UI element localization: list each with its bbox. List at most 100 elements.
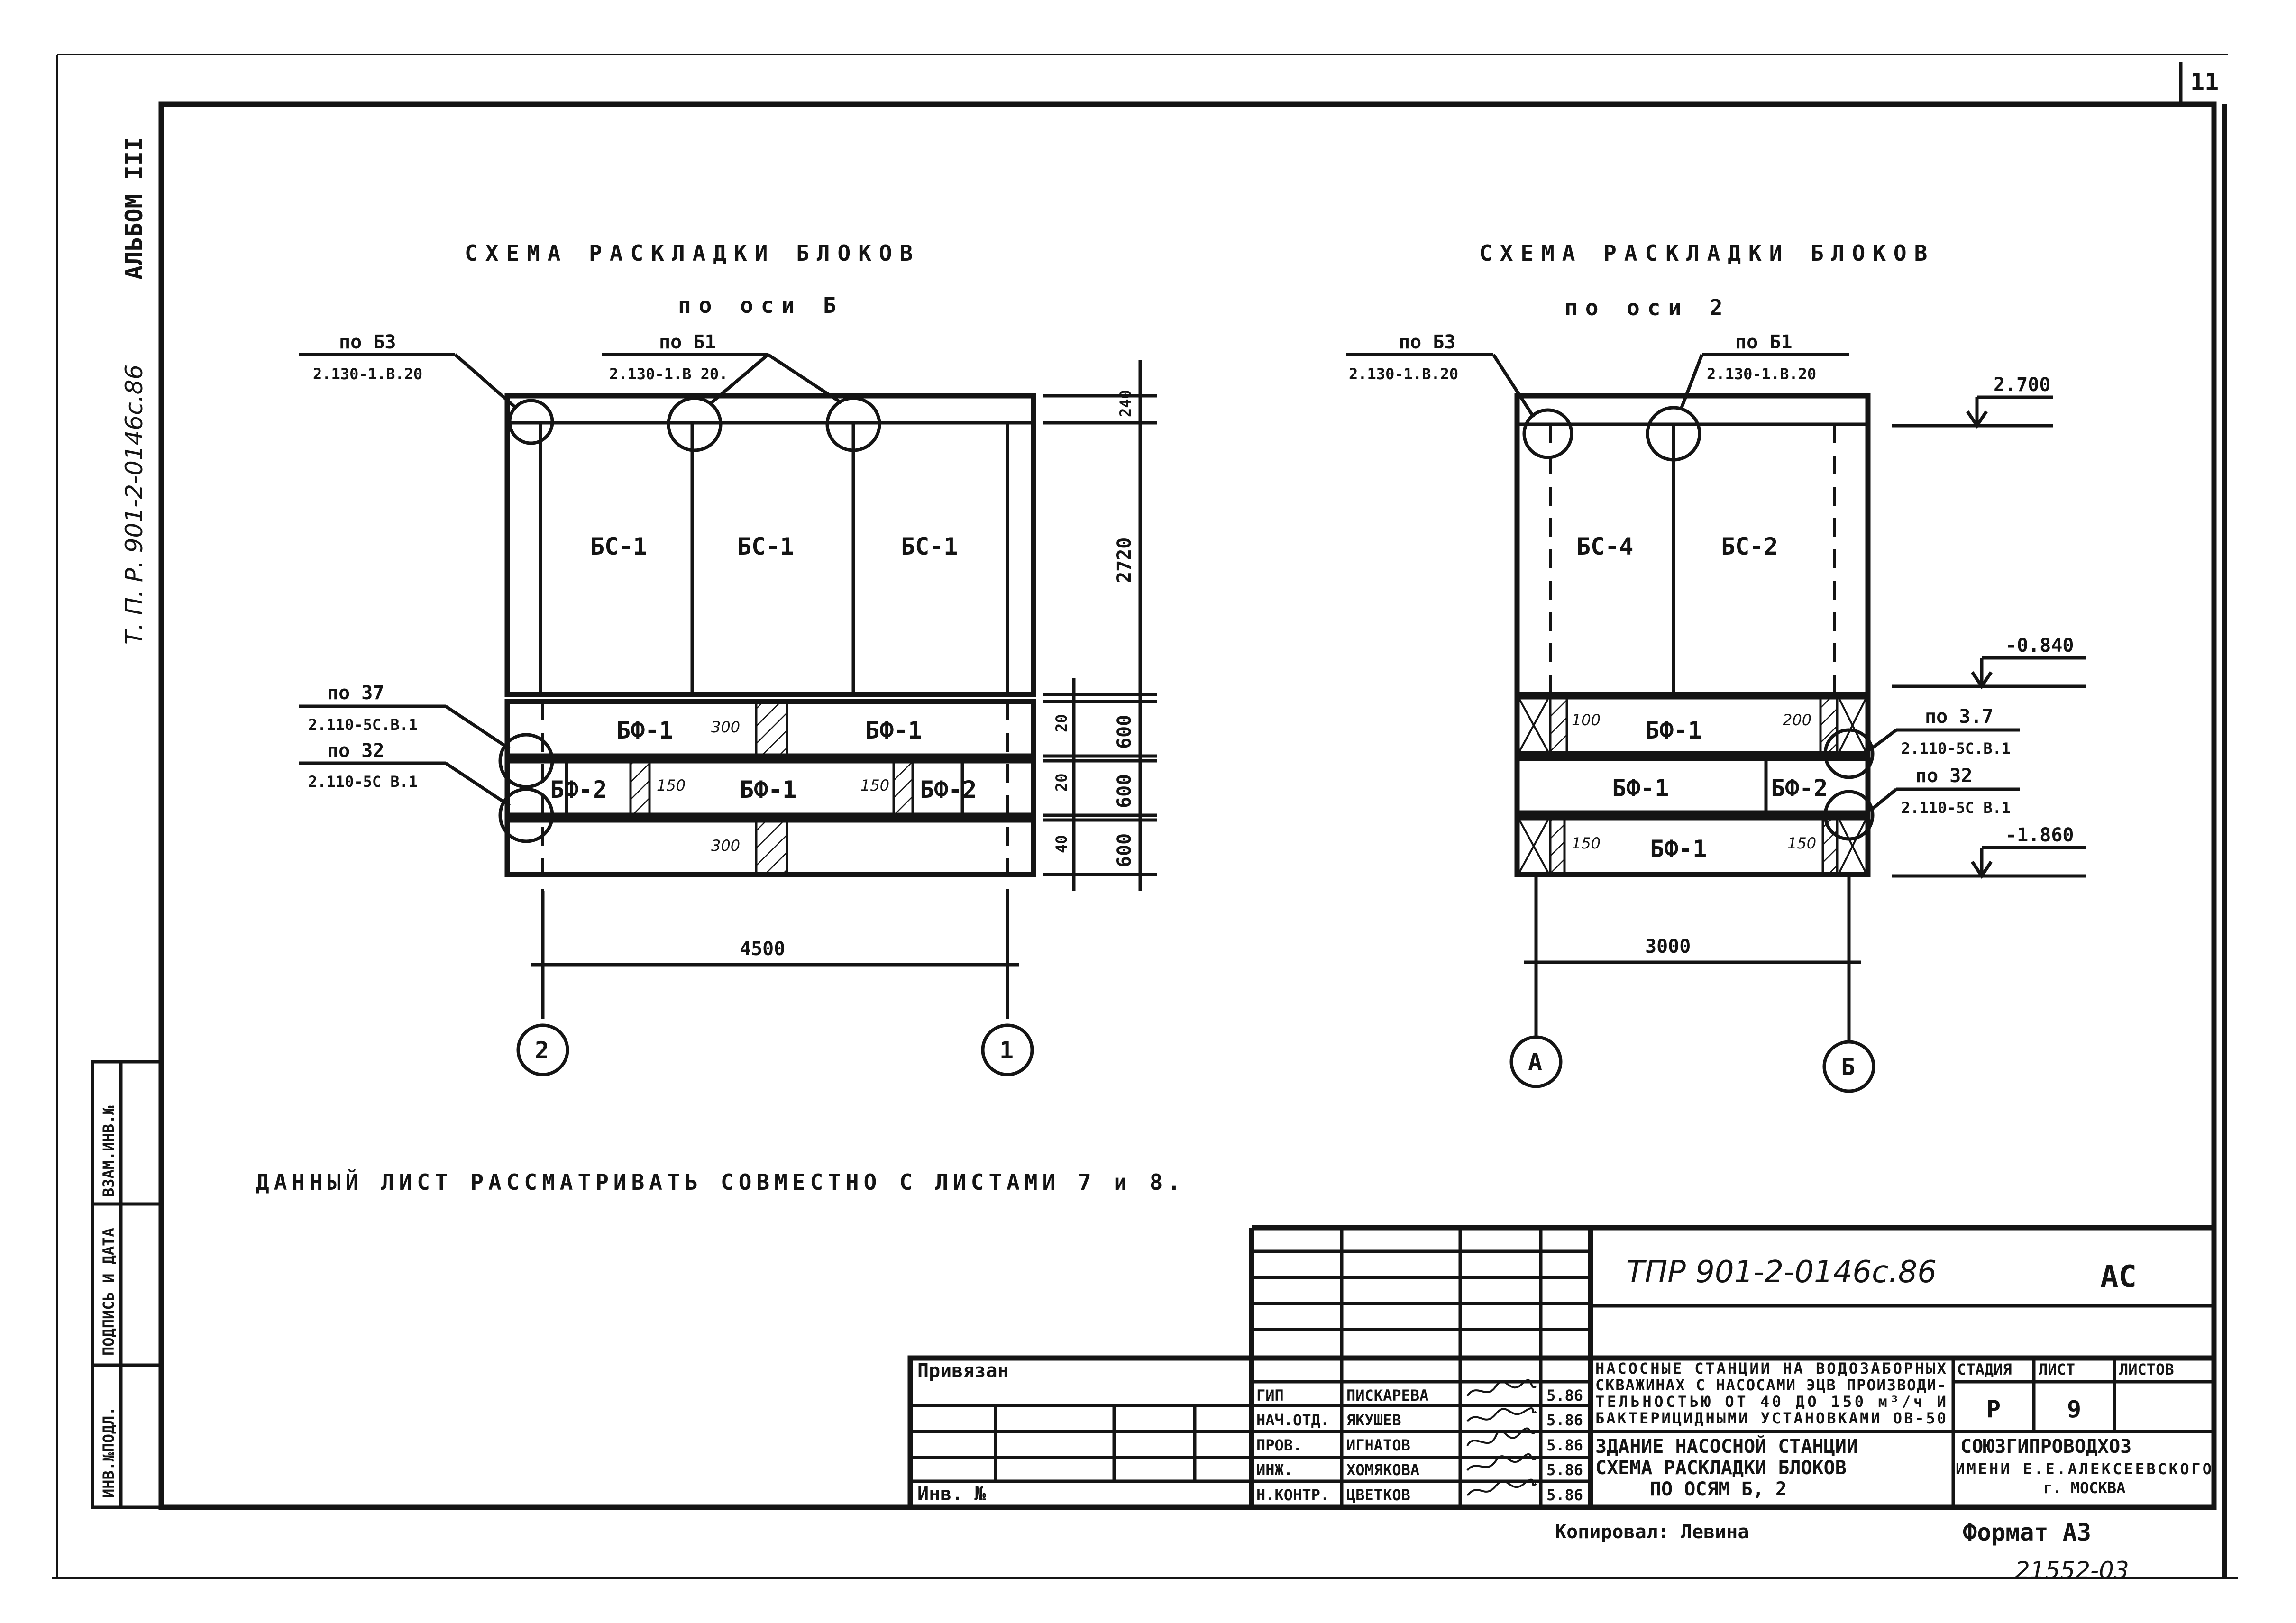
tb-signer-5-date: 5.86 xyxy=(1546,1486,1583,1504)
tb-hdr-sheet: ЛИСТ xyxy=(2039,1360,2075,1378)
left-callout3-top: по 37 xyxy=(327,682,384,704)
right-callout3-bottom: 2.110-5С.В.1 xyxy=(1901,739,2011,757)
tb-hdr-stage: СТАДИЯ xyxy=(1957,1360,2012,1378)
left-callout1-bottom: 2.130-1.В.20 xyxy=(313,365,422,383)
right-row1-dim-100: 100 xyxy=(1572,711,1601,729)
left-dim-600b: 600 xyxy=(1114,774,1135,808)
tb-sheet-title-3: ПО ОСЯМ Б, 2 xyxy=(1650,1478,1787,1500)
left-dim-2720: 2720 xyxy=(1114,538,1135,583)
tb-org-3: г. МОСКВА xyxy=(2043,1479,2125,1497)
tb-desc-1: НАСОСНЫЕ СТАНЦИИ НА ВОДОЗАБОРНЫХ xyxy=(1595,1359,1946,1377)
left-row2-dim-150b: 150 xyxy=(860,776,889,794)
left-callout1-top: по Б3 xyxy=(339,331,396,353)
corner-sheet-number: 11 xyxy=(2190,68,2219,96)
tb-signer-1-name: ПИСКАРЕВА xyxy=(1346,1386,1428,1404)
right-dim-3000: 3000 xyxy=(1645,936,1691,957)
tb-hdr-sheets: ЛИСТОВ xyxy=(2119,1360,2174,1378)
tb-signer-3-date: 5.86 xyxy=(1546,1436,1583,1454)
tb-desc-3: ТЕЛЬНОСТЬЮ ОТ 40 ДО 150 м³/ч И xyxy=(1595,1393,1946,1411)
right-row2-bf-1: БФ-1 xyxy=(1612,775,1669,802)
left-block-bs-1b: БС-1 xyxy=(737,533,794,560)
right-axis-a-marker xyxy=(1509,1035,1563,1088)
left-callout4-bottom: 2.110-5С В.1 xyxy=(308,773,418,791)
tb-signer-3-role: ПРОВ. xyxy=(1256,1436,1302,1454)
side-stamp: ИНВ.№ПОДЛ. ПОДПИСЬ И ДАТА ВЗАМ.ИНВ.№ xyxy=(91,1060,163,1509)
right-callout1-top: по Б3 xyxy=(1399,331,1455,353)
left-block-bs-1a: БС-1 xyxy=(590,533,647,560)
left-row2-bf-1: БФ-1 xyxy=(740,776,796,803)
right-block-bs-2: БС-2 xyxy=(1721,533,1778,560)
tb-signer-4-name: ХОМЯКОВА xyxy=(1346,1461,1419,1479)
sheet-note: ДАННЫЙ ЛИСТ РАССМАТРИВАТЬ СОВМЕСТНО С ЛИ… xyxy=(256,1169,1185,1195)
left-axis-2-marker xyxy=(516,1023,569,1076)
right-row3-bf-1: БФ-1 xyxy=(1650,835,1707,863)
tb-desc-4: БАКТЕРИЦИДНЫМИ УСТАНОВКАМИ ОВ-50 xyxy=(1595,1409,1946,1427)
title-block: ТПР 901-2-0146с.86 АС Привязан Инв. № НА… xyxy=(907,1225,2217,1510)
right-axis-b: Б xyxy=(1841,1053,1855,1081)
right-callout2-bottom: 2.130-1.В.20 xyxy=(1707,365,1816,383)
stamp-replace-inv: ВЗАМ.ИНВ.№ xyxy=(100,1105,118,1197)
left-row1-dim-300: 300 xyxy=(711,718,740,736)
tb-code: ТПР 901-2-0146с.86 xyxy=(1626,1255,1937,1290)
left-axis-1-marker xyxy=(981,1023,1034,1076)
tb-signer-2-role: НАЧ.ОТД. xyxy=(1256,1411,1329,1429)
right-level-minus-1860: -1.860 xyxy=(2005,824,2074,846)
tb-signer-3-name: ИГНАТОВ xyxy=(1346,1436,1410,1454)
left-dim-4500: 4500 xyxy=(740,938,785,960)
tb-sheet-value: 9 xyxy=(2067,1395,2081,1423)
tb-sheet-title-2: СХЕМА РАСКЛАДКИ БЛОКОВ xyxy=(1595,1457,1847,1479)
stamp-sign-date: ПОДПИСЬ И ДАТА xyxy=(100,1228,118,1356)
tb-signer-4-role: ИНЖ. xyxy=(1256,1461,1293,1479)
right-axis-b-marker xyxy=(1822,1040,1875,1093)
tb-signer-5-role: Н.КОНТР. xyxy=(1256,1486,1329,1504)
tb-signer-2-date: 5.86 xyxy=(1546,1411,1583,1429)
left-dim-20a: 20 xyxy=(1052,714,1070,732)
tb-section: АС xyxy=(2100,1259,2137,1295)
right-level-minus-0840: -0.840 xyxy=(2005,635,2074,656)
signature-marks xyxy=(1466,1379,1537,1496)
left-dim-600a: 600 xyxy=(1114,715,1135,749)
left-block-bs-1c: БС-1 xyxy=(901,533,958,560)
left-axis-1: 1 xyxy=(999,1037,1014,1064)
left-dim-40: 40 xyxy=(1052,835,1070,853)
right-title: СХЕМА РАСКЛАДКИ БЛОКОВ xyxy=(1479,240,1935,266)
left-row1-bf-1b: БФ-1 xyxy=(865,717,922,744)
right-view: СХЕМА РАСКЛАДКИ БЛОКОВ по оси 2 БС-4 БС-… xyxy=(1346,240,2086,1093)
copied-by: Копировал: Левина xyxy=(1555,1521,1749,1543)
tb-signer-1-date: 5.86 xyxy=(1546,1386,1583,1404)
tb-desc-2: СКВАЖИНАХ С НАСОСАМИ ЭЦВ ПРОИЗВОДИ- xyxy=(1595,1376,1946,1394)
right-row2-bf-2: БФ-2 xyxy=(1771,775,1828,802)
tb-sheet-title-1: ЗДАНИЕ НАСОСНОЙ СТАНЦИИ xyxy=(1595,1435,1858,1458)
left-callout4-top: по 32 xyxy=(327,740,384,762)
right-callout2-top: по Б1 xyxy=(1735,331,1792,353)
left-axis-2: 2 xyxy=(535,1037,549,1064)
tb-org-2: ИМЕНИ Е.Е.АЛЕКСЕЕВСКОГО xyxy=(1956,1460,2212,1478)
tb-signer-5-name: ЦВЕТКОВ xyxy=(1346,1486,1410,1504)
right-axis-a: А xyxy=(1528,1049,1542,1076)
left-title: СХЕМА РАСКЛАДКИ БЛОКОВ xyxy=(465,240,920,266)
tb-signer-4-date: 5.86 xyxy=(1546,1461,1583,1479)
right-callout1-bottom: 2.130-1.В.20 xyxy=(1349,365,1458,383)
tb-signer-1-role: ГИП xyxy=(1256,1386,1284,1404)
tb-bound: Привязан xyxy=(917,1360,1009,1382)
left-row2-bf-2a: БФ-2 xyxy=(550,776,607,803)
left-row3-dim-300: 300 xyxy=(711,837,740,855)
left-row1-bf-1a: БФ-1 xyxy=(616,717,673,744)
left-row2-dim-150a: 150 xyxy=(657,776,686,794)
left-callout2-top: по Б1 xyxy=(659,331,716,353)
left-callout2-bottom: 2.130-1.В 20. xyxy=(609,365,728,383)
left-callout3-bottom: 2.110-5С.В.1 xyxy=(308,716,418,734)
right-row3-dim-150b: 150 xyxy=(1787,834,1816,852)
archive-number: 21552-03 xyxy=(2015,1557,2129,1584)
tb-signer-2-name: ЯКУШЕВ xyxy=(1346,1411,1401,1429)
right-row1-bf-1: БФ-1 xyxy=(1645,717,1702,744)
right-row3-dim-150a: 150 xyxy=(1572,834,1601,852)
right-callout3-top: по 3.7 xyxy=(1925,706,1994,728)
left-dim-600c: 600 xyxy=(1114,833,1135,867)
left-row2-bf-2b: БФ-2 xyxy=(920,776,977,803)
side-project-code: Т. П. Р. 901-2-0146с.86 xyxy=(120,365,148,645)
left-subtitle: по оси Б xyxy=(678,292,844,318)
stamp-inv-orig: ИНВ.№ПОДЛ. xyxy=(100,1406,118,1498)
right-callout4-bottom: 2.110-5С В.1 xyxy=(1901,799,2011,817)
